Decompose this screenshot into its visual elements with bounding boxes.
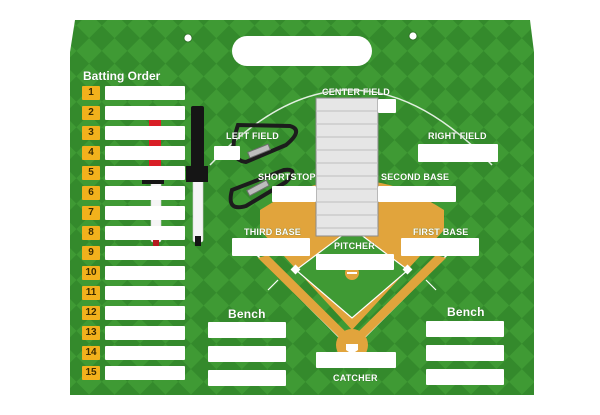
- third-base-label: THIRD BASE: [244, 227, 302, 237]
- bench-left-line: [208, 346, 286, 362]
- bench-right-label: Bench: [447, 305, 485, 319]
- right-field-box: [418, 144, 498, 162]
- bench-right-line: [426, 321, 504, 337]
- catcher-label: CATCHER: [333, 373, 378, 383]
- handle-slot: [232, 36, 372, 66]
- first-base-box: [401, 238, 479, 256]
- order-number: 7: [82, 206, 100, 220]
- carabiner-top: [231, 122, 298, 165]
- order-write-line: [105, 186, 185, 200]
- bench-left-line: [208, 322, 286, 338]
- order-number: 4: [82, 146, 100, 160]
- second-base-box: [378, 186, 456, 202]
- order-write-line: [105, 126, 185, 140]
- order-number: 11: [82, 286, 100, 300]
- magnet-strip-stack: [315, 97, 379, 237]
- first-base-label: FIRST BASE: [413, 227, 469, 237]
- center-field-label: CENTER FIELD: [322, 87, 390, 97]
- order-write-line: [105, 106, 185, 120]
- batting-order-title: Batting Order: [83, 69, 161, 83]
- order-number: 14: [82, 346, 100, 360]
- order-number: 5: [82, 166, 100, 180]
- order-write-line: [105, 146, 185, 160]
- third-base-box: [232, 238, 310, 256]
- shortstop-label: SHORTSTOP: [258, 172, 316, 182]
- left-field-label: LEFT FIELD: [226, 131, 279, 141]
- second-base-label: SECOND BASE: [381, 172, 450, 182]
- bench-right-line: [426, 345, 504, 361]
- order-write-line: [105, 166, 185, 180]
- bench-left-label: Bench: [228, 307, 266, 321]
- order-write-line: [105, 226, 185, 240]
- order-number: 2: [82, 106, 100, 120]
- order-number: 9: [82, 246, 100, 260]
- bench-left-line: [208, 370, 286, 386]
- left-field-box: [214, 146, 240, 160]
- carabiner-bottom: [228, 167, 295, 210]
- black-marker: [186, 106, 208, 246]
- shortstop-box: [272, 186, 316, 202]
- order-number: 6: [82, 186, 100, 200]
- order-write-line: [105, 206, 185, 220]
- pitcher-label: PITCHER: [334, 241, 375, 251]
- order-number: 15: [82, 366, 100, 380]
- order-write-line: [105, 286, 185, 300]
- order-number: 3: [82, 126, 100, 140]
- order-number: 1: [82, 86, 100, 100]
- order-write-line: [105, 366, 185, 380]
- order-write-line: [105, 346, 185, 360]
- order-number: 10: [82, 266, 100, 280]
- order-write-line: [105, 326, 185, 340]
- order-number: 13: [82, 326, 100, 340]
- right-field-label: RIGHT FIELD: [428, 131, 487, 141]
- order-write-line: [105, 266, 185, 280]
- order-number: 12: [82, 306, 100, 320]
- pitcher-box: [316, 254, 394, 270]
- order-number: 8: [82, 226, 100, 240]
- bench-right-line: [426, 369, 504, 385]
- catcher-box: [316, 352, 396, 368]
- order-write-line: [105, 246, 185, 260]
- order-write-line: [105, 86, 185, 100]
- center-field-box: [378, 99, 396, 113]
- order-write-line: [105, 306, 185, 320]
